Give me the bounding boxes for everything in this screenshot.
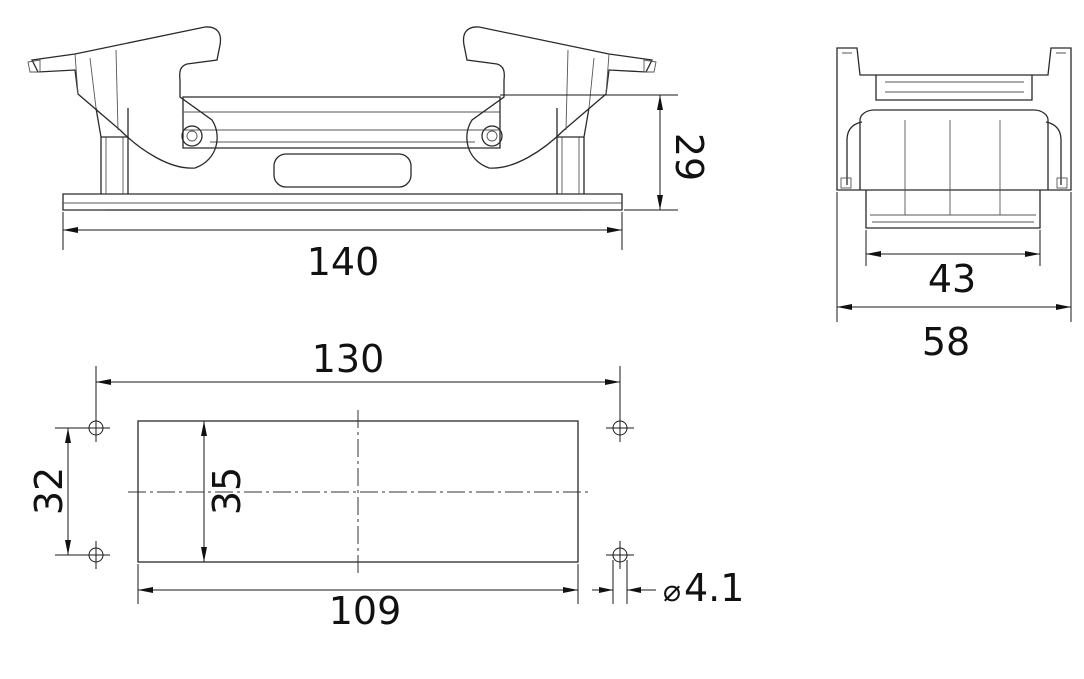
cutout-view (55, 366, 656, 604)
dim-cutout-height: 35 (205, 467, 249, 515)
dim-hole-spacing-y: 32 (27, 467, 71, 515)
dim-end-outer: 58 (922, 320, 970, 364)
dim-hole-diameter: 4.1 (684, 566, 744, 610)
dim-hole-spacing-x: 130 (312, 337, 385, 381)
dim-cutout-width: 109 (329, 589, 402, 633)
dim-end-inner: 43 (928, 257, 976, 301)
end-view (836, 47, 1072, 322)
side-view (27, 26, 678, 250)
dim-side-height: 29 (667, 133, 711, 181)
dim-side-width: 140 (307, 240, 380, 284)
diameter-symbol: ⌀ (663, 574, 681, 609)
